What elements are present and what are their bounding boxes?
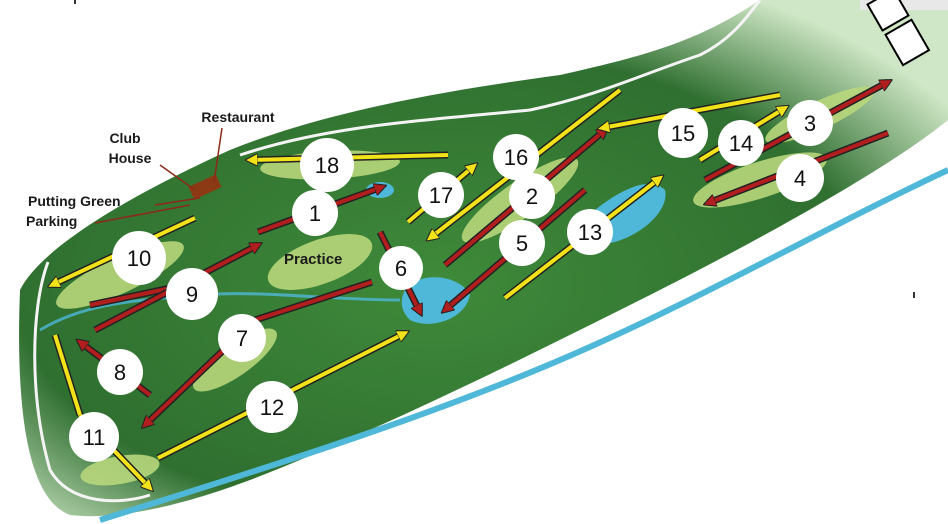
svg-text:4: 4 <box>794 166 806 191</box>
hole-marker-15[interactable]: 15 <box>658 108 708 158</box>
practice-label: Practice <box>284 251 342 268</box>
hole-marker-17[interactable]: 17 <box>418 172 464 218</box>
svg-text:18: 18 <box>315 153 339 178</box>
boundary-path <box>239 0 762 157</box>
club-house-label-line2: House <box>109 150 152 166</box>
hole-markers: 1 2 3 4 5 6 7 8 9 10 11 12 13 14 15 16 1… <box>69 100 833 462</box>
svg-text:1: 1 <box>309 201 321 226</box>
hole-marker-14[interactable]: 14 <box>718 120 764 166</box>
hole-marker-7[interactable]: 7 <box>218 314 266 362</box>
svg-text:8: 8 <box>114 360 126 385</box>
svg-text:17: 17 <box>429 183 453 208</box>
hole-marker-5[interactable]: 5 <box>499 220 545 266</box>
hole-marker-1[interactable]: 1 <box>292 190 338 236</box>
hole-marker-4[interactable]: 4 <box>776 154 824 202</box>
hole-marker-9[interactable]: 9 <box>166 268 218 320</box>
svg-text:16: 16 <box>504 145 528 170</box>
tick-mark-top <box>74 0 76 4</box>
svg-text:6: 6 <box>395 256 407 281</box>
boundary-path-left <box>33 261 151 503</box>
svg-text:15: 15 <box>671 121 695 146</box>
hole-marker-16[interactable]: 16 <box>493 134 539 180</box>
svg-text:2: 2 <box>526 184 538 209</box>
svg-text:3: 3 <box>804 111 816 136</box>
parking-road <box>860 0 948 10</box>
facility-labels: Restaurant Club House Putting Green Park… <box>26 109 342 268</box>
svg-text:5: 5 <box>516 231 528 256</box>
leader-lines <box>94 127 223 224</box>
hole-marker-10[interactable]: 10 <box>112 231 166 285</box>
river <box>99 167 948 523</box>
restaurant-label: Restaurant <box>201 109 274 125</box>
tick-mark-right <box>913 292 915 298</box>
svg-text:13: 13 <box>578 220 602 245</box>
hole-marker-12[interactable]: 12 <box>246 381 298 433</box>
putting-green-label: Putting Green <box>28 193 121 209</box>
svg-text:10: 10 <box>127 246 151 271</box>
hole-marker-8[interactable]: 8 <box>97 349 143 395</box>
hole-marker-18[interactable]: 18 <box>300 138 354 192</box>
club-house-label-line1: Club <box>109 130 140 146</box>
parking-label: Parking <box>26 213 77 229</box>
hole-marker-3[interactable]: 3 <box>787 100 833 146</box>
parking-slots <box>866 0 931 67</box>
hole-marker-2[interactable]: 2 <box>509 173 555 219</box>
hole-marker-13[interactable]: 13 <box>567 209 613 255</box>
svg-text:9: 9 <box>186 282 198 307</box>
svg-text:14: 14 <box>729 131 753 156</box>
club-house-building <box>188 174 222 200</box>
hole-marker-11[interactable]: 11 <box>69 412 119 462</box>
svg-text:7: 7 <box>236 326 248 351</box>
svg-text:12: 12 <box>260 395 284 420</box>
course-ground <box>19 0 948 517</box>
svg-text:11: 11 <box>83 425 106 450</box>
hole-marker-6[interactable]: 6 <box>379 246 423 290</box>
